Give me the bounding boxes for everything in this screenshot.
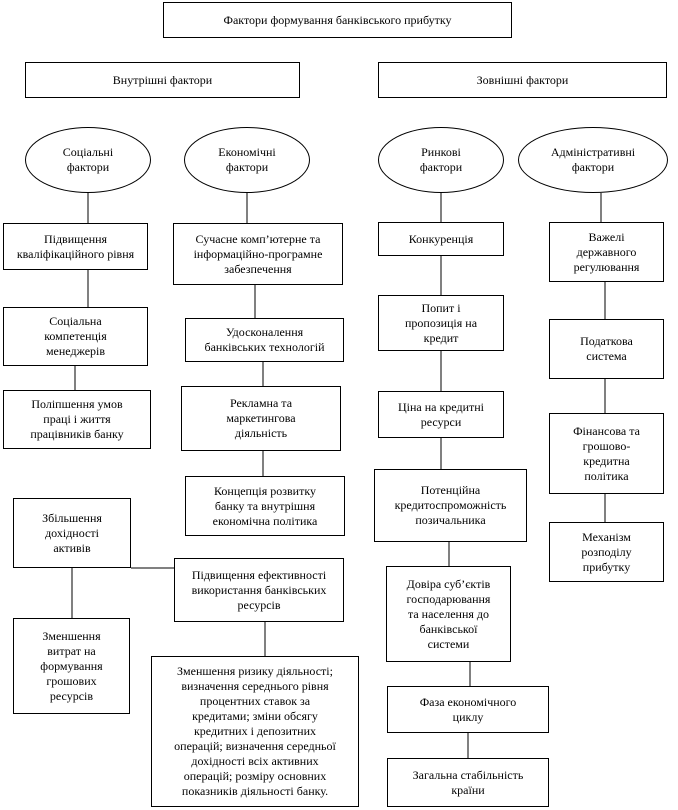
economic-factors-ellipse: Економічні фактори xyxy=(184,127,310,193)
qualification-level-box: Підвищення кваліфікаційного рівня xyxy=(3,223,148,270)
cost-reduction-box: Зменшення витрат на формування грошових … xyxy=(13,618,130,714)
diagram-title: Фактори формування банківського прибутку xyxy=(163,2,512,38)
tax-system-box: Податкова система xyxy=(549,319,664,379)
banking-technologies-box: Удосконалення банківських технологій xyxy=(185,318,344,362)
working-conditions-box: Поліпшення умов праці і життя працівникі… xyxy=(3,390,151,449)
country-stability-box: Загальна стабільність країни xyxy=(387,758,549,807)
state-regulation-box: Важелі державного регулювання xyxy=(549,222,664,282)
market-factors-ellipse: Ринкові фактори xyxy=(378,127,504,193)
economic-cycle-box: Фаза економічного циклу xyxy=(387,686,549,733)
development-concept-box: Концепція розвитку банку та внутрішня ек… xyxy=(185,476,345,536)
asset-yield-box: Збільшення дохідності активів xyxy=(13,498,131,568)
management-competence-box: Соціальна компетенція менеджерів xyxy=(3,307,148,366)
internal-factors-box: Внутрішні фактори xyxy=(25,62,300,98)
credit-supply-demand-box: Попит і пропозиція на кредит xyxy=(378,295,504,351)
social-factors-ellipse: Соціальні фактори xyxy=(25,127,151,193)
credit-resource-price-box: Ціна на кредитні ресурси xyxy=(378,391,504,438)
profit-distribution-box: Механізм розподілу прибутку xyxy=(549,522,664,582)
software-support-box: Сучасне комп’ютерне та інформаційно-прог… xyxy=(173,223,343,285)
resource-efficiency-box: Підвищення ефективності використання бан… xyxy=(174,558,344,622)
advertising-marketing-box: Рекламна та маркетингова діяльність xyxy=(181,386,341,451)
financial-policy-box: Фінансова та грошово- кредитна політика xyxy=(549,413,664,494)
external-factors-box: Зовнішні фактори xyxy=(378,62,667,98)
borrower-creditworthiness-box: Потенційна кредитоспроможність позичальн… xyxy=(374,469,527,542)
public-trust-box: Довіра суб’єктів господарювання та насел… xyxy=(386,566,511,662)
risk-reduction-box: Зменшення ризику діяльності; визначення … xyxy=(151,656,359,807)
administrative-factors-ellipse: Адміністративні фактори xyxy=(518,127,668,193)
competition-box: Конкуренція xyxy=(378,222,504,256)
